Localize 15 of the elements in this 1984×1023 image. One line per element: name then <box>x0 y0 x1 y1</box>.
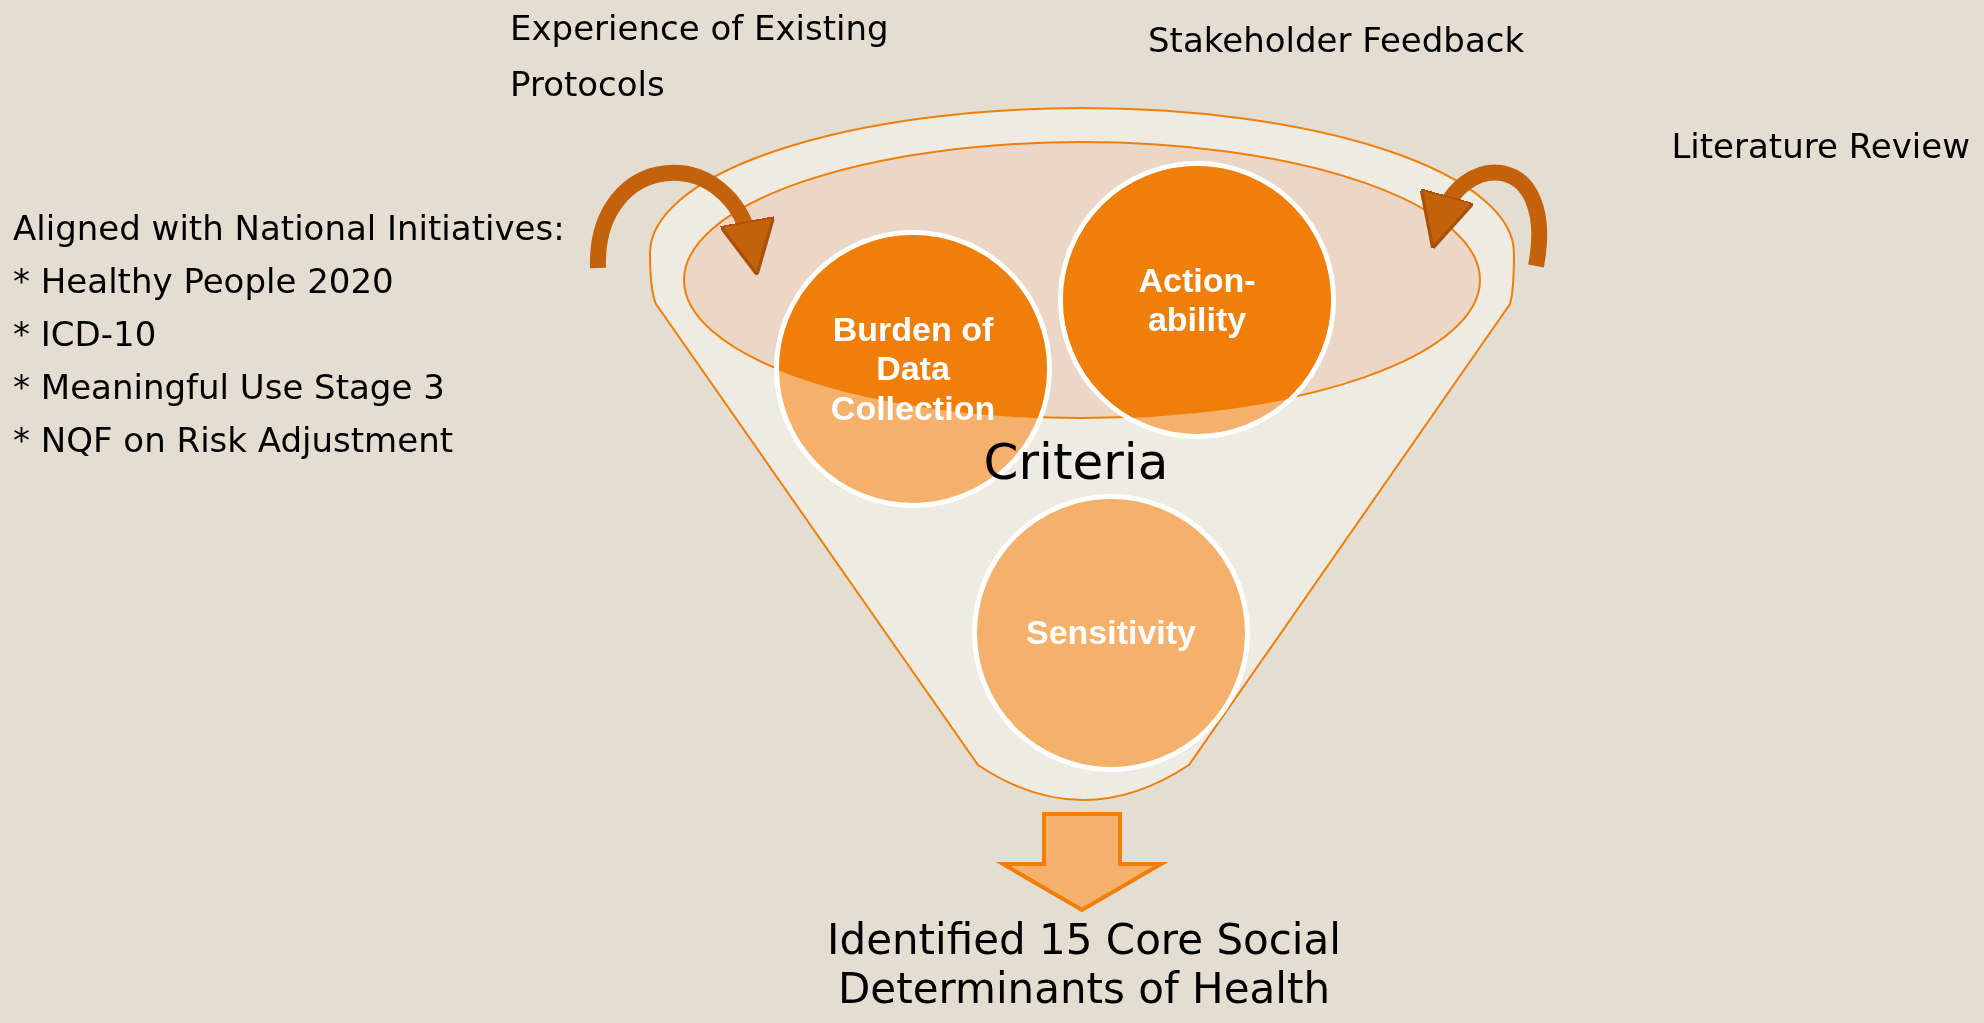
curved-arrow <box>590 165 772 276</box>
text-label: Literature Review <box>1671 125 1970 168</box>
text-label: Aligned with National Initiatives: <box>13 207 565 250</box>
text-label: * ICD-10 <box>13 313 157 356</box>
text-label: Experience of Existing Protocols <box>510 7 890 106</box>
circle-label: Action-ability <box>1137 260 1257 340</box>
text-label: * Meaningful Use Stage 3 <box>13 366 445 409</box>
funnel-label: Criteria <box>983 437 1169 487</box>
text-label: Stakeholder Feedback <box>1148 19 1525 62</box>
circle-label: Sensitivity <box>1024 613 1198 653</box>
curved-arrow <box>1423 164 1548 267</box>
text-label: * NQF on Risk Adjustment <box>13 419 453 462</box>
text-label: * Healthy People 2020 <box>13 260 394 303</box>
block-arrow <box>995 812 1169 913</box>
result-text: Identified 15 Core Social Determinants of Health <box>684 916 1484 1014</box>
